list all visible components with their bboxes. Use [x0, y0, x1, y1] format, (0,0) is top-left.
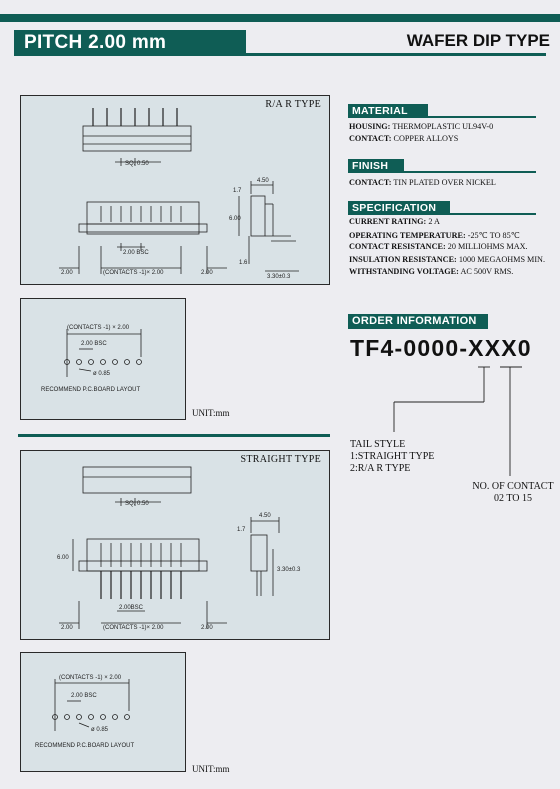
- dim-600: 6.00: [229, 216, 241, 222]
- straight-type-drawing: SQ. 0.50 6.00 2.00BSC (CONTACTS -1)× 2.0…: [57, 466, 301, 631]
- dim-330: 3.30±0.3: [267, 274, 291, 280]
- spec-value: -25℃ TO 85℃: [467, 231, 520, 240]
- contact-material-label: CONTACT:: [349, 134, 392, 143]
- dim-2-left-2: 2.00: [61, 625, 73, 631]
- order-info-heading: ORDER INFORMATION: [348, 314, 488, 329]
- spec-value: 2 A: [428, 217, 440, 226]
- spec-value: AC 500V RMS.: [460, 267, 514, 276]
- finish-contact-value: TIN PLATED OVER NICKEL: [393, 178, 496, 187]
- part-number: TF4-0000-XXX0: [350, 335, 532, 361]
- contact-count-title: NO. OF CONTACT: [472, 481, 554, 492]
- spec-row-voltage: WITHSTANDING VOLTAGE: AC 500V RMS.: [349, 267, 513, 276]
- dim-16: 1.6: [239, 260, 248, 266]
- dim-450: 4.50: [257, 178, 269, 184]
- specification-heading: SPECIFICATION: [348, 201, 450, 215]
- contact-material-row: CONTACT: COPPER ALLOYS: [349, 134, 458, 143]
- pcb-bsc-dim-2: 2.00 BSC: [71, 693, 97, 699]
- pcb-label-2: RECOMMEND P.C.BOARD LAYOUT: [35, 743, 134, 749]
- dim-600-2: 6.00: [57, 555, 69, 561]
- pcb-layout-panel-2: (CONTACTS -1) × 2.00 2.00 BSC ø 0.85 REC…: [20, 652, 186, 772]
- finish-heading: FINISH: [348, 159, 404, 173]
- dim-contacts: (CONTACTS -1)× 2.00: [103, 270, 164, 276]
- contact-count-range: 02 TO 15: [494, 493, 532, 504]
- dim-2bsc: 2.00 BSC: [123, 250, 149, 256]
- tail-style-option-2: 2:R/A R TYPE: [350, 463, 411, 474]
- contact-count-block: NO. OF CONTACT 02 TO 15: [470, 481, 556, 505]
- dim-sq: SQ. 0.50: [125, 161, 149, 167]
- spec-row-contact-resistance: CONTACT RESISTANCE: 20 MILLIOHMS MAX.: [349, 242, 528, 251]
- dim-sq-2: SQ. 0.50: [125, 501, 149, 507]
- spec-row-temperature: OPERATING TEMPERATURE: -25℃ TO 85℃: [349, 230, 520, 240]
- spec-value: 20 MILLIOHMS MAX.: [447, 242, 528, 251]
- spec-row-insulation: INSULATION RESISTANCE: 1000 MEGAOHMS MIN…: [349, 255, 545, 264]
- spec-label: OPERATING TEMPERATURE:: [349, 231, 466, 240]
- spec-value: 1000 MEGAOHMS MIN.: [458, 255, 546, 264]
- section-divider: [18, 434, 330, 437]
- material-heading: MATERIAL: [348, 104, 428, 118]
- spec-label: INSULATION RESISTANCE:: [349, 255, 457, 264]
- header-rule: [246, 53, 546, 56]
- ra-type-title: R/A R TYPE: [265, 99, 321, 110]
- dim-2bsc-2: 2.00BSC: [119, 605, 144, 611]
- top-accent-bar: [0, 14, 560, 22]
- pcb-contacts-dim-2: (CONTACTS -1) × 2.00: [59, 675, 122, 681]
- straight-type-title: STRAIGHT TYPE: [240, 454, 321, 465]
- spec-label: WITHSTANDING VOLTAGE:: [349, 267, 459, 276]
- dim-450-2: 4.50: [259, 513, 271, 519]
- dim-330-2: 3.30±0.3: [277, 567, 301, 573]
- dim-17: 1.7: [233, 188, 242, 194]
- tail-style-block: TAIL STYLE 1:STRAIGHT TYPE 2:R/A R TYPE: [350, 439, 434, 475]
- housing-label: HOUSING:: [349, 122, 391, 131]
- spec-row-current: CURRENT RATING: 2 A: [349, 217, 440, 226]
- straight-type-drawing-panel: STRAIGHT TYPE: [20, 450, 330, 640]
- tail-style-title: TAIL STYLE: [350, 439, 406, 450]
- ra-type-drawing-panel: R/A R TYPE: [20, 95, 330, 285]
- pcb-layout-drawing-1: (CONTACTS -1) × 2.00 2.00 BSC ø 0.85 REC…: [41, 325, 142, 393]
- pcb-layout-drawing-2: (CONTACTS -1) × 2.00 2.00 BSC ø 0.85 REC…: [35, 675, 134, 749]
- ra-type-drawing: SQ. 0.50 2.00 BSC (CONTACTS -1)× 2.00 2.…: [59, 108, 299, 280]
- pcb-label: RECOMMEND P.C.BOARD LAYOUT: [41, 387, 140, 393]
- housing-row: HOUSING: THERMOPLASTIC UL94V-0: [349, 122, 493, 131]
- pcb-layout-panel-1: (CONTACTS -1) × 2.00 2.00 BSC ø 0.85 REC…: [20, 298, 186, 420]
- dim-2-left: 2.00: [61, 270, 73, 276]
- pcb-dia-dim-2: ø 0.85: [91, 727, 109, 733]
- finish-row: CONTACT: TIN PLATED OVER NICKEL: [349, 178, 496, 187]
- tail-style-option-1: 1:STRAIGHT TYPE: [350, 451, 435, 462]
- housing-value: THERMOPLASTIC UL94V-0: [392, 122, 494, 131]
- pcb-contacts-dim: (CONTACTS -1) × 2.00: [67, 325, 130, 331]
- dim-2-right: 2.00: [201, 270, 213, 276]
- specification-rule: [450, 213, 536, 215]
- dim-contacts-2: (CONTACTS -1)× 2.00: [103, 625, 164, 631]
- pcb-bsc-dim: 2.00 BSC: [81, 341, 107, 347]
- spec-label: CURRENT RATING:: [349, 217, 427, 226]
- finish-rule: [404, 171, 536, 173]
- unit-label-2: UNIT:mm: [192, 764, 230, 774]
- contact-material-value: COPPER ALLOYS: [393, 134, 459, 143]
- pcb-dia-dim: ø 0.85: [93, 371, 111, 377]
- type-header: WAFER DIP TYPE: [406, 31, 550, 50]
- dim-17-2: 1.7: [237, 527, 246, 533]
- spec-label: CONTACT RESISTANCE:: [349, 242, 446, 251]
- pitch-header: PITCH 2.00 mm: [14, 30, 246, 56]
- finish-contact-label: CONTACT:: [349, 178, 392, 187]
- unit-label-1: UNIT:mm: [192, 408, 230, 418]
- material-rule: [428, 116, 536, 118]
- dim-2-right-2: 2.00: [201, 625, 213, 631]
